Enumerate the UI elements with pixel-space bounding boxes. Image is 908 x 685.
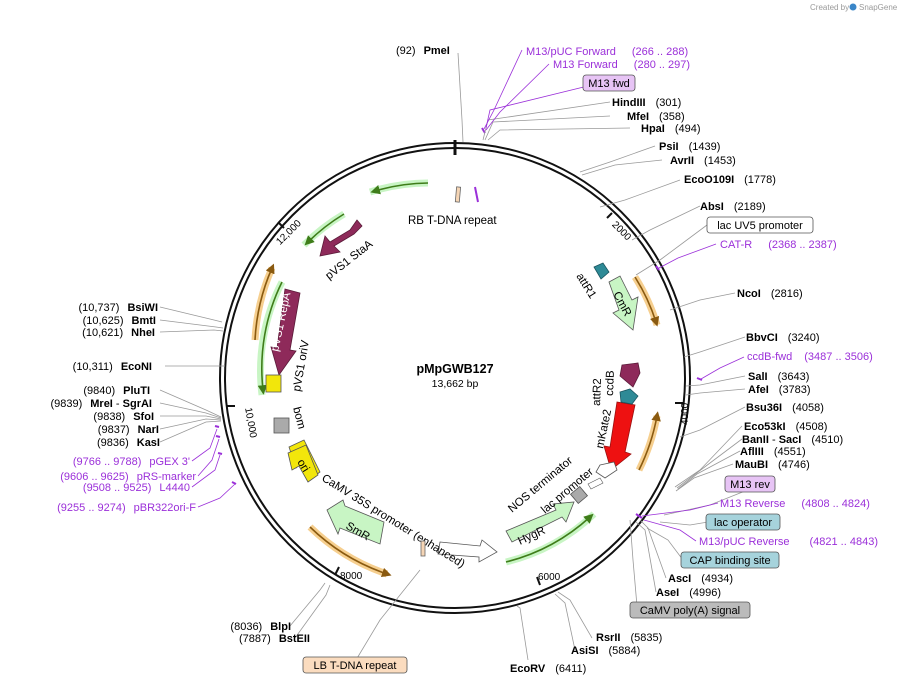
site-bsteii: (7887)BstEII [239, 633, 310, 645]
attr2-marker [619, 388, 639, 405]
camv35s-arrow [437, 539, 498, 563]
site-bsu36i: Bsu36I(4058) [746, 402, 824, 414]
svg-text:M13 rev: M13 rev [730, 479, 770, 491]
site-absi: AbsI(2189) [700, 201, 766, 213]
cmr-arrow [608, 275, 639, 331]
primer-leader-lines [191, 49, 745, 542]
primer-pgex3: (9766 .. 9788)pGEX 3' [73, 456, 190, 468]
site-asci: AscI(4934) [668, 573, 733, 585]
primer-pbr322ori-f: (9255 .. 9274)pBR322ori-F [57, 502, 196, 514]
site-bsiwi: (10,737)BsiWI [78, 302, 158, 314]
attr1-label: attR1 [573, 271, 598, 301]
site-pmei: (92)PmeI [396, 45, 450, 57]
tick-10000: 10,000 [242, 407, 258, 439]
attr1-marker [593, 262, 610, 280]
plasmid-size: 13,662 bp [432, 378, 479, 390]
site-mfei: MfeI(358) [627, 111, 685, 123]
site-nhei: (10,621)NheI [82, 327, 155, 339]
ccdb-label: ccdB [604, 370, 617, 396]
attr2-label: attR2 [591, 378, 604, 406]
site-econi: (10,311)EcoNI [73, 361, 152, 373]
svg-text:lac operator: lac operator [714, 517, 772, 529]
credit-brand: SnapGene [859, 3, 898, 12]
site-nari: (9837)NarI [98, 424, 159, 436]
site-ecoo109i: EcoO109I(1778) [684, 174, 776, 186]
bom-marker [273, 417, 290, 434]
box-lac-operator: lac operator [705, 513, 781, 531]
site-mrei-sgrai: (9839)MreI - SgrAI [50, 398, 152, 410]
ori-label: ori [294, 457, 311, 474]
site-hpai: HpaI(494) [641, 123, 701, 135]
primer-m13puc-rev: M13/pUC Reverse(4821 .. 4843) [699, 536, 878, 548]
site-sfoi: (9838)SfoI [93, 411, 154, 423]
site-avrii: AvrII(1453) [670, 155, 736, 167]
primer-site-ticks [214, 127, 703, 519]
lac-promoter-marker [587, 477, 604, 490]
snapgene-logo-icon [849, 3, 857, 11]
svg-text:CaMV poly(A) signal: CaMV poly(A) signal [640, 605, 740, 617]
credit-text: Created by [810, 3, 849, 12]
bom-label: bom [290, 406, 307, 431]
site-asisi: AsiSI(5884) [571, 645, 640, 657]
tick-8000: 8000 [340, 571, 363, 582]
ccdb-arrow [619, 362, 641, 388]
smr-arrow [326, 499, 385, 545]
lb-tdna-marker [420, 540, 426, 557]
tick-4000: 4000 [680, 402, 691, 425]
snapgene-credit: Created by SnapGene [810, 3, 898, 12]
pvs1-staa-arrow [319, 219, 363, 257]
box-m13-fwd: M13 fwd [582, 74, 636, 92]
mkate2-tail-marker [595, 461, 618, 479]
site-afei: AfeI(3783) [748, 384, 811, 396]
nos-term-marker [569, 485, 589, 505]
svg-text:lac UV5 promoter: lac UV5 promoter [717, 220, 803, 232]
svg-text:M13 fwd: M13 fwd [588, 78, 630, 90]
ori-arrow-body [287, 444, 319, 483]
primer-prs-marker: (9606 .. 9625)pRS-marker [60, 471, 196, 483]
site-ecorv: EcoRV(6411) [510, 663, 586, 675]
tick-2000: 2000 [609, 220, 633, 244]
mkate2-arrow [603, 401, 636, 471]
box-cap-site: CAP binding site [680, 551, 780, 569]
box-camv-polya: CaMV poly(A) signal [629, 601, 751, 619]
site-eco53ki: Eco53kI(4508) [744, 421, 827, 433]
site-bbvci: BbvCI(3240) [746, 332, 820, 344]
site-bmti: (10,625)BmtI [83, 315, 156, 327]
site-banii-saci: BanII - SacI(4510) [742, 434, 843, 446]
rb-tdna-marker [454, 186, 462, 203]
box-m13-rev: M13 rev [724, 475, 776, 493]
primer-m13-fwd: M13 Forward(280 .. 297) [553, 59, 690, 71]
site-blpi: (8036)BlpI [230, 621, 291, 633]
svg-text:CAP binding site: CAP binding site [689, 555, 770, 567]
site-hindiii: HindIII(301) [612, 97, 681, 109]
primer-m13puc-fwd: M13/pUC Forward(266 .. 288) [526, 46, 688, 58]
rb-tdna-label: RB T-DNA repeat [408, 215, 497, 227]
site-sali: SalI(3643) [748, 371, 809, 383]
svg-text:LB T-DNA repeat: LB T-DNA repeat [314, 660, 397, 672]
site-kasi: (9836)KasI [97, 437, 160, 449]
site-ncoi: NcoI(2816) [737, 288, 803, 300]
primer-m13-rev: M13 Reverse(4808 .. 4824) [720, 498, 870, 510]
site-maubi: MauBI(4746) [735, 459, 810, 471]
tick-6000: 6000 [538, 572, 561, 583]
site-pluti: (9840)PluTI [83, 385, 150, 397]
primer-l4440: (9508 .. 9525)L4440 [83, 482, 190, 494]
site-rsrii: RsrII(5835) [596, 632, 662, 644]
hygr-arrow [505, 501, 575, 543]
pvs1-oriv-marker [265, 374, 282, 393]
plasmid-name: pMpGWB127 [416, 362, 493, 376]
box-lb-tdna: LB T-DNA repeat [302, 656, 408, 674]
site-psii: PsiI(1439) [659, 141, 720, 153]
primer-cat-r: CAT-R(2368 .. 2387) [720, 239, 837, 251]
pvs1-repa-arrow [270, 288, 301, 376]
annotation-arcs [251, 179, 661, 578]
pvs1-oriv-label: pVS1 oriV [291, 339, 312, 392]
site-afliii: AflIII(4551) [740, 446, 806, 458]
site-asei: AseI(4996) [656, 587, 721, 599]
primer-ccdb-fwd: ccdB-fwd(3487 .. 3506) [747, 351, 873, 363]
box-lac-uv5: lac UV5 promoter [706, 216, 814, 234]
